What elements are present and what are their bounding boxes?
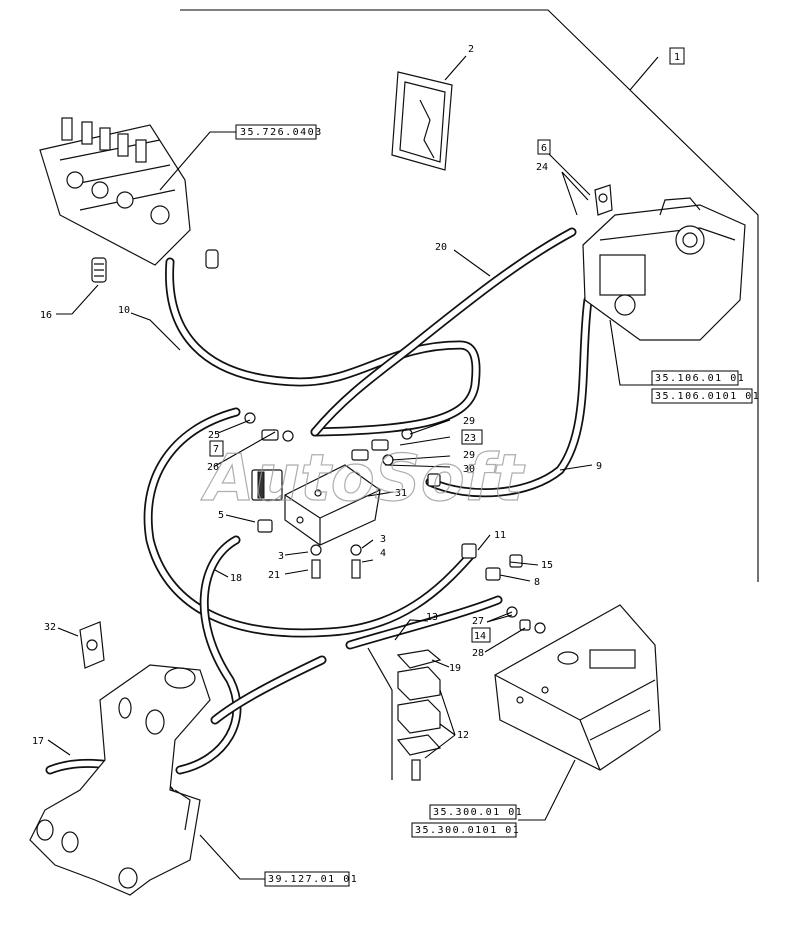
label-6: 6: [541, 143, 547, 154]
bracket: [79, 621, 105, 669]
control-valve: [39, 117, 219, 283]
ref-pump-a: 35.106.01 01: [655, 373, 745, 384]
label-23: 23: [464, 433, 476, 444]
boxed-numbers: 1 6 7 23 14: [209, 47, 685, 643]
label-24: 24: [536, 162, 548, 173]
leader-lines: [47, 55, 659, 880]
hydraulic-tank: [494, 604, 661, 771]
fittings: [310, 473, 546, 634]
label-21: 21: [268, 570, 280, 581]
label-14: 14: [474, 631, 486, 642]
part-numbers: 2 24 20 10 16 25 26 29 29 30 31 9 5 3 3 …: [32, 44, 602, 747]
label-1: 1: [674, 52, 680, 63]
label-15: 15: [541, 560, 553, 571]
ref-pump-b: 35.106.0101 01: [655, 391, 760, 402]
label-17: 17: [32, 736, 44, 747]
label-5: 5: [218, 510, 224, 521]
label-13: 13: [426, 612, 438, 623]
label-4: 4: [380, 548, 386, 559]
ref-valve: 35.726.0403: [240, 127, 323, 138]
ref-frame: 39.127.01 01: [268, 874, 358, 885]
label-3a: 3: [278, 551, 284, 562]
label-29a: 29: [463, 416, 475, 427]
decal-plate: [391, 71, 453, 171]
reference-boxes: 35.726.0403 35.106.01 01 35.106.0101 01 …: [235, 124, 760, 887]
label-20: 20: [435, 242, 447, 253]
group-outline: [180, 9, 759, 582]
hose-clamps: [367, 647, 442, 781]
label-3b: 3: [380, 534, 386, 545]
label-12: 12: [457, 730, 469, 741]
label-8: 8: [534, 577, 540, 588]
label-16: 16: [40, 310, 52, 321]
ref-tank-b: 35.300.0101 01: [415, 825, 520, 836]
manifold-block: [244, 412, 413, 546]
label-29b: 29: [463, 450, 475, 461]
hydraulic-pump: [582, 184, 746, 341]
label-26: 26: [207, 462, 219, 473]
label-30: 30: [463, 464, 475, 475]
label-10: 10: [118, 305, 130, 316]
label-11: 11: [494, 530, 506, 541]
loader-frame: [29, 664, 211, 896]
label-9: 9: [596, 461, 602, 472]
label-18: 18: [230, 573, 242, 584]
label-31: 31: [395, 488, 407, 499]
label-32: 32: [44, 622, 56, 633]
label-27: 27: [472, 616, 484, 627]
label-28: 28: [472, 648, 484, 659]
label-7: 7: [213, 444, 219, 455]
watermark: AutoSoft: [200, 442, 526, 516]
label-19: 19: [449, 663, 461, 674]
ref-tank-a: 35.300.01 01: [433, 807, 523, 818]
label-25: 25: [208, 430, 220, 441]
label-2: 2: [468, 44, 474, 55]
